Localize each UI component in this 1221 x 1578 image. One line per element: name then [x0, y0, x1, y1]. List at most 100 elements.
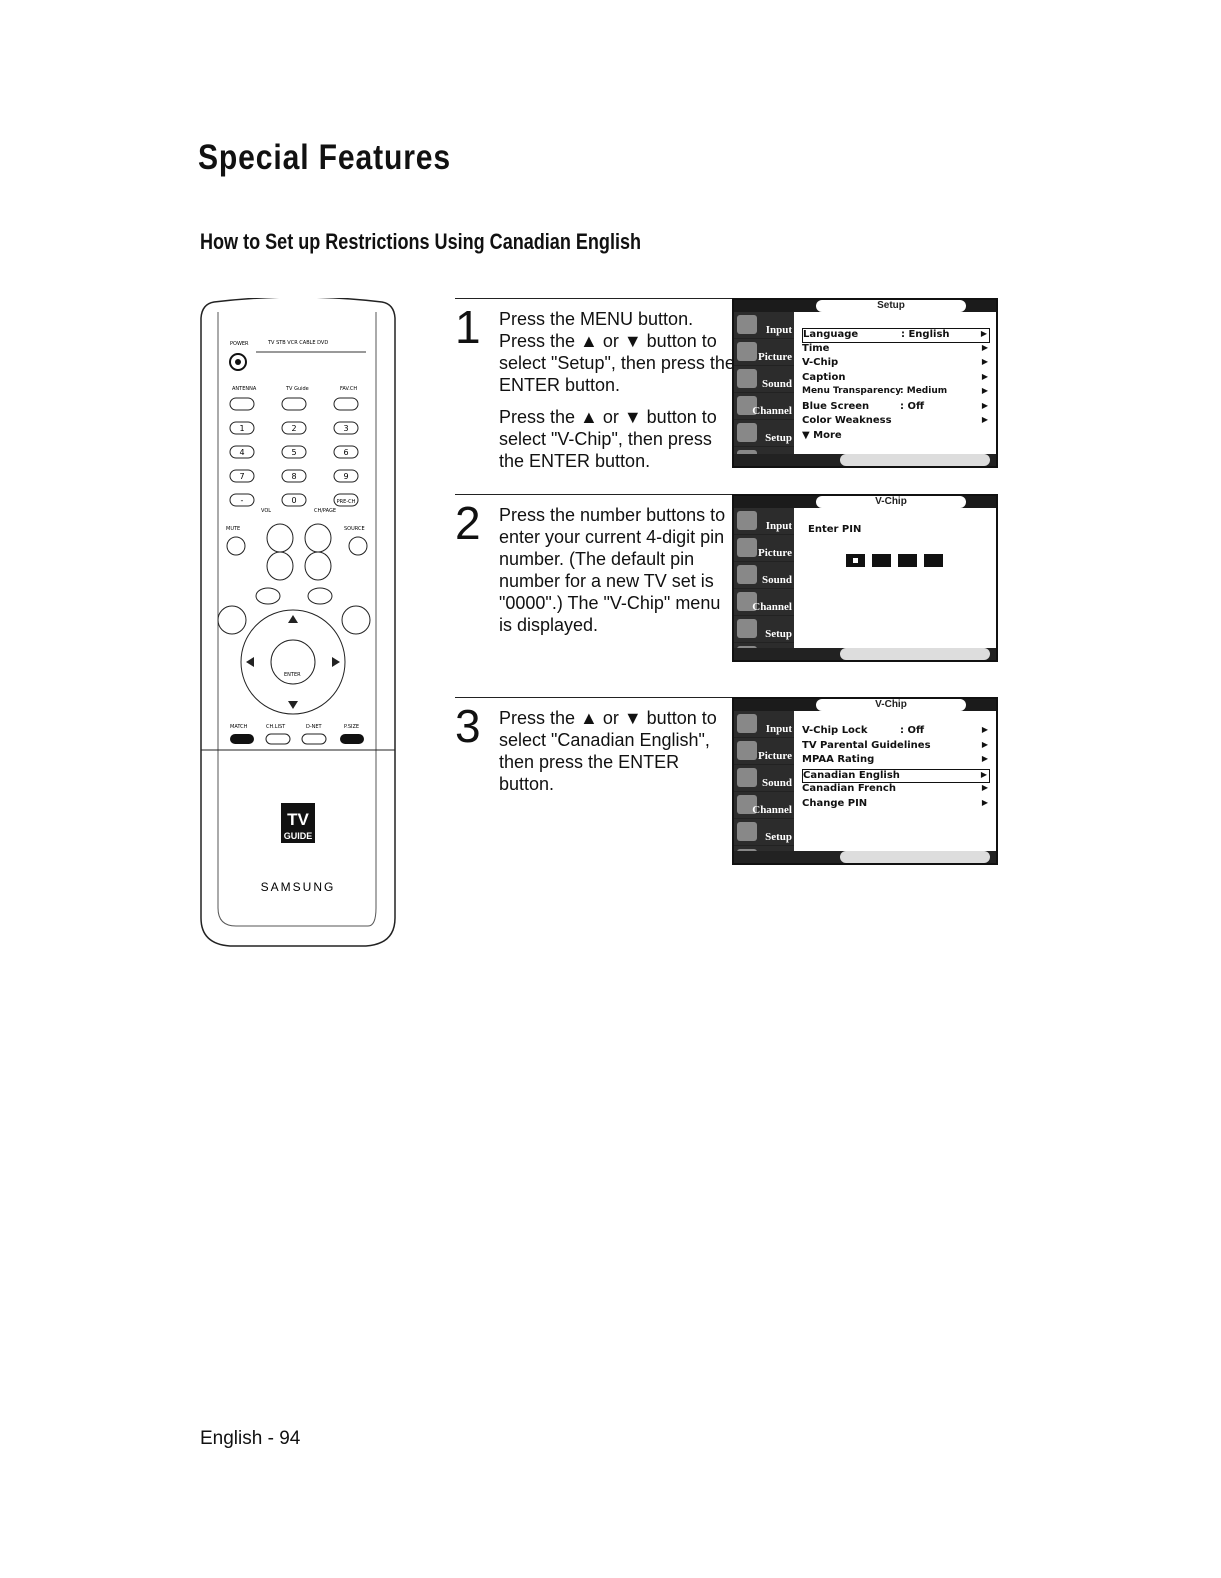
osd-menu-item[interactable]: Caption▶ — [802, 372, 990, 387]
osd-tab-setup[interactable]: Setup — [734, 819, 794, 845]
step-instructions: Press the ▲ or ▼ button to select "Canad… — [499, 707, 735, 805]
osd-setup-screen: Setup InputPictureSoundChannelSetupListi… — [732, 298, 998, 468]
osd-tab-label: Channel — [752, 601, 792, 613]
osd-menu-label: ▼ More — [802, 429, 842, 441]
osd-menu-item[interactable]: Language: English▶ — [802, 328, 990, 343]
osd-menu-item[interactable]: Canadian French▶ — [802, 783, 990, 798]
osd-tab-picture[interactable]: Picture — [734, 738, 794, 764]
setup-icon — [737, 822, 757, 841]
page-title: Special Features — [198, 138, 452, 177]
chevron-right-icon: ▶ — [980, 769, 987, 779]
remote-key-0 — [281, 493, 307, 507]
osd-menu-label: TV Parental Guidelines — [802, 739, 931, 751]
osd-menu-value: : English — [901, 329, 950, 340]
osd-tab-input[interactable]: Input — [734, 508, 794, 534]
osd-menu-item[interactable]: Blue Screen: Off▶ — [802, 401, 990, 416]
osd-menu-value: : Off — [900, 725, 925, 736]
osd-menu-label: Canadian English — [803, 769, 900, 781]
osd-tab-channel[interactable]: Channel — [734, 393, 794, 419]
step-number: 2 — [455, 497, 481, 549]
chlist-label: CH.LIST — [266, 724, 286, 730]
remote-key-label: 5 — [291, 448, 296, 457]
pin-digit-box[interactable] — [872, 554, 891, 567]
osd-tab-input[interactable]: Input — [734, 312, 794, 338]
step-2: 2 Press the number buttons to enter your… — [455, 494, 999, 664]
step-number: 3 — [455, 700, 481, 752]
remote-key-label: 2 — [291, 424, 296, 433]
sound-icon — [737, 369, 757, 388]
remote-key-1 — [229, 421, 255, 435]
osd-tab-sound[interactable]: Sound — [734, 562, 794, 588]
osd-menu-item[interactable]: ▼ More — [802, 430, 990, 445]
antenna-label: ANTENNA — [232, 386, 257, 392]
svg-text:TV: TV — [287, 810, 309, 829]
osd-tab-channel[interactable]: Channel — [734, 589, 794, 615]
osd-menu-label: Color Weakness — [802, 415, 892, 426]
osd-menu-item[interactable]: MPAA Rating ▶ — [802, 754, 990, 769]
remote-key-9 — [333, 469, 359, 483]
chevron-right-icon: ▶ — [981, 754, 988, 763]
match-label: MATCH — [230, 724, 248, 730]
osd-tab-sound[interactable]: Sound — [734, 765, 794, 791]
remote-key-label: PRE-CH — [337, 499, 356, 505]
input-icon — [737, 315, 757, 334]
input-icon — [737, 714, 757, 733]
picture-icon — [737, 741, 757, 760]
osd-menu-item[interactable]: V-Chip▶ — [802, 357, 990, 372]
osd-menu-label: V-Chip — [802, 357, 839, 368]
osd-pin-screen: V-Chip InputPictureSoundChannelSetupList… — [732, 494, 998, 662]
osd-menu-value: : Medium — [900, 386, 948, 396]
sound-icon — [737, 768, 757, 787]
osd-tab-label: Sound — [762, 574, 792, 586]
osd-menu-item[interactable]: Color Weakness▶ — [802, 415, 990, 430]
osd-tab-picture[interactable]: Picture — [734, 535, 794, 561]
source-label: SOURCE — [344, 526, 365, 532]
osd-tab-label: Picture — [757, 547, 792, 559]
osd-menu-item[interactable]: Change PIN▶ — [802, 798, 990, 813]
osd-menu-item[interactable]: Menu Transparency: Medium▶ — [802, 386, 990, 401]
step-instructions: Press the number buttons to enter your c… — [499, 504, 735, 646]
remote-oval-button — [229, 397, 255, 411]
osd-menu-label: MPAA Rating — [802, 754, 875, 765]
step-paragraph: Press the MENU button. Press the ▲ or ▼ … — [499, 309, 735, 395]
osd-tab-setup[interactable]: Setup — [734, 616, 794, 642]
osd-menu-item[interactable]: Canadian English ▶ — [802, 768, 990, 783]
osd-menu-label: Language — [803, 329, 859, 340]
osd-tab-channel[interactable]: Channel — [734, 792, 794, 818]
psize-label: P.SIZE — [344, 724, 359, 730]
osd-menu-item[interactable]: TV Parental Guidelines▶ — [802, 740, 990, 755]
section-title: How to Set up Restrictions Using Canadia… — [200, 229, 642, 254]
osd-tab-label: Setup — [765, 831, 792, 843]
mute-label: MUTE — [226, 526, 240, 532]
osd-tab-label: Input — [765, 324, 792, 336]
remote-key-3 — [333, 421, 359, 435]
ch-label: CH/PAGE — [314, 508, 336, 514]
osd-tab-setup[interactable]: Setup — [734, 420, 794, 446]
osd-title: Setup — [816, 300, 966, 312]
input-icon — [737, 511, 757, 530]
osd-title: V-Chip — [816, 496, 966, 508]
page-footer: English - 94 — [200, 1428, 301, 1449]
osd-menu-item[interactable]: V-Chip Lock: Off▶ — [802, 725, 990, 740]
chevron-right-icon: ▶ — [981, 797, 988, 807]
chevron-right-icon: ▶ — [981, 400, 988, 410]
osd-tab-label: Setup — [765, 628, 792, 640]
samsung-brand: SAMSUNG — [261, 880, 336, 894]
osd-menu-item[interactable]: Time▶ — [802, 343, 990, 358]
step-paragraph: Press the ▲ or ▼ button to select "V-Chi… — [499, 407, 717, 471]
osd-menu-label: V-Chip Lock — [802, 725, 868, 736]
osd-tab-sound[interactable]: Sound — [734, 366, 794, 392]
chevron-right-icon: ▶ — [981, 342, 988, 352]
osd-tab-label: Sound — [762, 378, 792, 390]
remote-drawing: POWER TV STB VCR CABLE DVD ANTENNA TV Gu… — [200, 298, 396, 947]
pin-digit-box[interactable] — [924, 554, 943, 567]
pin-digit-box[interactable] — [898, 554, 917, 567]
pin-digit-box[interactable] — [846, 554, 865, 567]
osd-sidebar: InputPictureSoundChannelSetupListings — [734, 312, 794, 466]
remote-key-label: - — [241, 496, 244, 505]
osd-tab-picture[interactable]: Picture — [734, 339, 794, 365]
tv-guide-logo — [281, 803, 315, 843]
osd-tab-input[interactable]: Input — [734, 711, 794, 737]
channel-icon — [737, 795, 757, 814]
osd-tab-label: Sound — [762, 777, 792, 789]
